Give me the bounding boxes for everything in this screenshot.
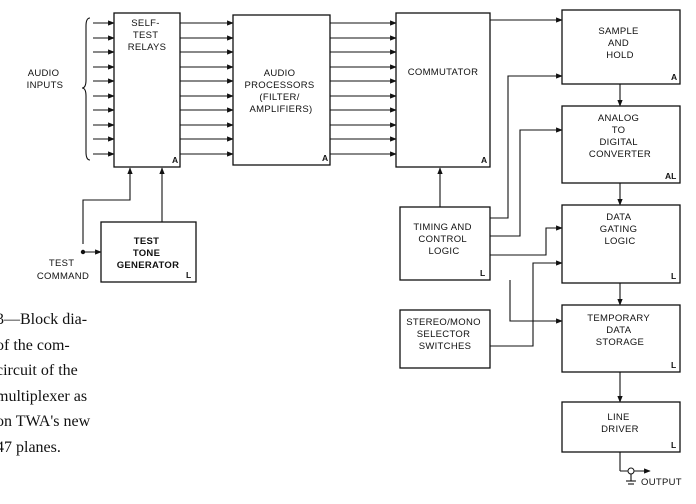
sample-and-hold-tag: A	[671, 72, 677, 82]
adc-tag: AL	[665, 171, 676, 181]
temporary-data-storage-block: TEMPORARY DATA STORAGE L	[561, 304, 681, 373]
signal-path-lines	[490, 17, 651, 485]
audio-processors-tag: A	[322, 153, 328, 163]
control-lines	[80, 73, 563, 347]
audio-processors-block: AUDIO PROCESSORS (FILTER/ AMPLIFIERS) A	[232, 14, 331, 166]
data-gating-logic-block: DATA GATING LOGIC L	[561, 204, 681, 284]
output-label: OUTPUT	[641, 477, 682, 488]
audio-inputs-label: AUDIO INPUTS	[27, 68, 64, 91]
adc-block: ANALOG TO DIGITAL CONVERTER AL	[561, 105, 681, 184]
temporary-data-storage-tag: L	[671, 360, 676, 370]
timing-control-logic-block: TIMING AND CONTROL LOGIC L	[399, 206, 491, 281]
temporary-data-storage-label: TEMPORARY DATA STORAGE	[587, 313, 652, 348]
stereo-mono-switches-block: STEREO/MONO SELECTOR SWITCHES	[399, 309, 491, 369]
timing-control-logic-label: TIMING AND CONTROL LOGIC	[413, 222, 474, 257]
self-test-relays-label: SELF- TEST RELAYS	[128, 18, 167, 53]
relay-to-processor-lines	[180, 20, 234, 157]
line-driver-block: LINE DRIVER L	[561, 401, 681, 453]
data-gating-logic-tag: L	[671, 271, 676, 281]
adc-label: ANALOG TO DIGITAL CONVERTER	[589, 113, 651, 160]
line-driver-tag: L	[671, 440, 676, 450]
commutator-block: COMMUTATOR A	[395, 12, 491, 168]
commutator-tag: A	[481, 155, 487, 165]
timing-control-logic-tag: L	[480, 268, 485, 278]
test-tone-generator-block: TEST TONE GENERATOR L	[100, 221, 197, 283]
figure-caption: 3—Block dia- of the com- circuit of the …	[0, 311, 94, 456]
self-test-relays-block: SELF- TEST RELAYS A	[113, 12, 181, 168]
test-tone-generator-label: TEST TONE GENERATOR	[117, 236, 180, 271]
data-gating-logic-label: DATA GATING LOGIC	[600, 212, 640, 247]
sample-and-hold-block: SAMPLE AND HOLD A	[561, 9, 681, 85]
test-command-label: TEST COMMAND	[37, 258, 89, 282]
sample-and-hold-label: SAMPLE AND HOLD	[598, 26, 641, 61]
audio-input-lines	[81, 17, 115, 161]
commutator-label: COMMUTATOR	[408, 67, 479, 78]
stereo-mono-switches-label: STEREO/MONO SELECTOR SWITCHES	[406, 317, 484, 352]
audio-processors-label: AUDIO PROCESSORS (FILTER/ AMPLIFIERS)	[245, 68, 318, 115]
self-test-relays-tag: A	[172, 155, 178, 165]
test-tone-generator-tag: L	[186, 270, 191, 280]
processor-to-commutator-lines	[330, 20, 397, 157]
line-driver-label: LINE DRIVER	[601, 412, 639, 435]
